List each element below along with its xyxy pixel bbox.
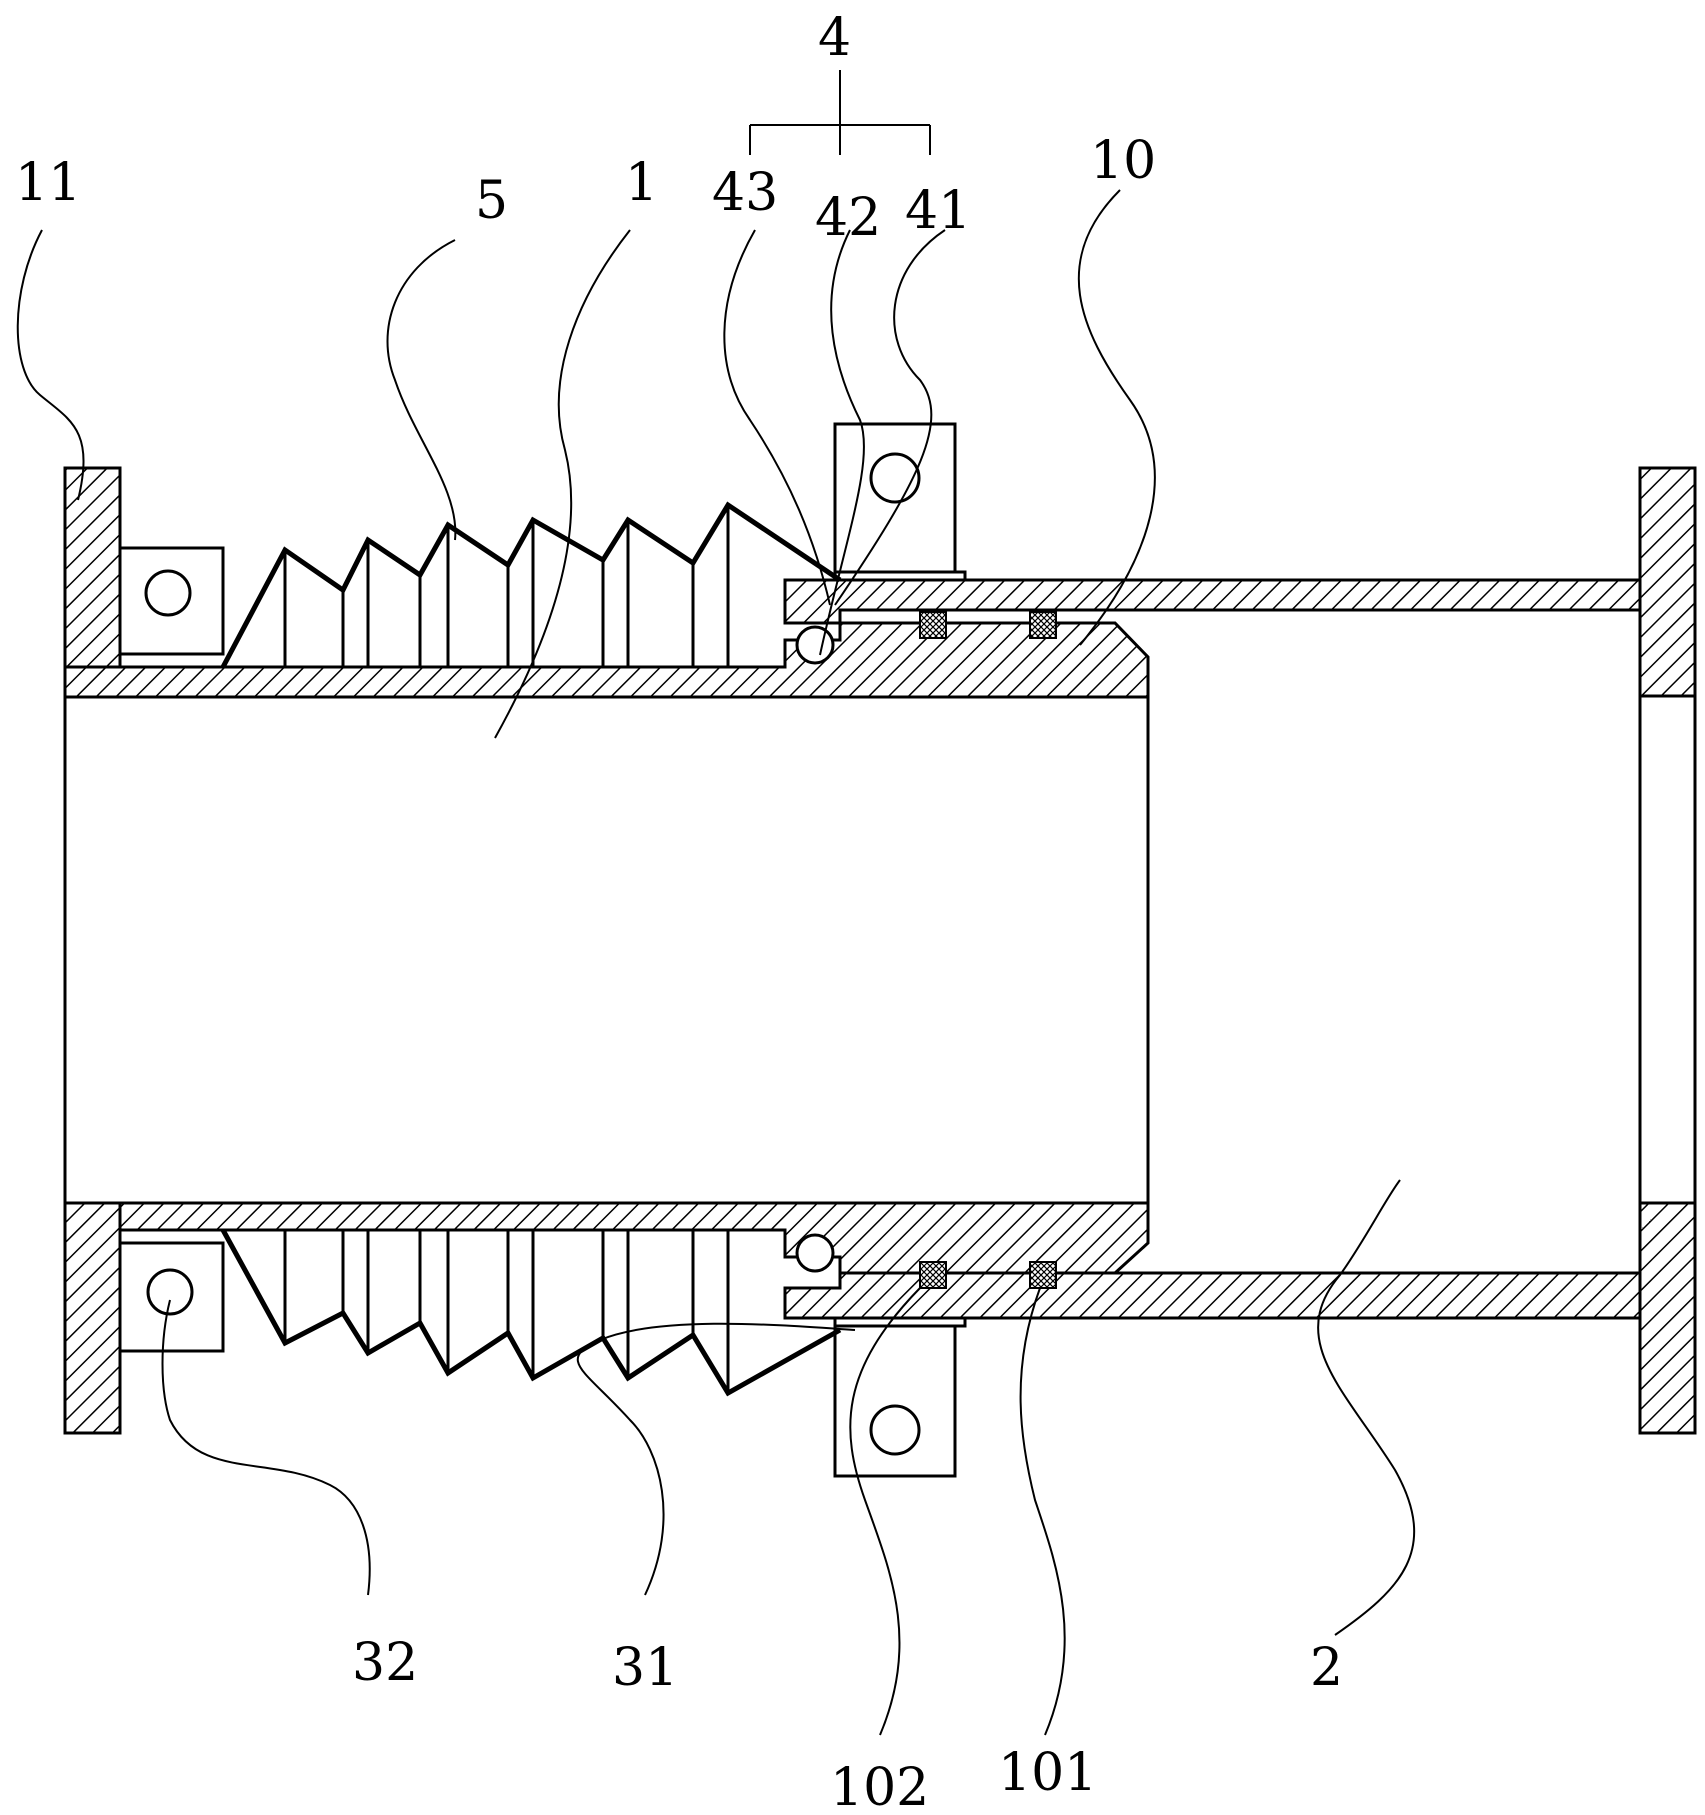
label-31: 31 [612, 1638, 678, 1698]
label-43: 43 [712, 163, 778, 223]
left-flange [65, 468, 120, 1433]
bellows-lower [223, 1230, 840, 1393]
label-4: 4 [818, 8, 851, 68]
label-32: 32 [352, 1633, 418, 1693]
part-labels: 11 5 1 4 43 42 41 10 32 31 2 102 101 [15, 8, 1343, 1815]
label-102: 102 [830, 1758, 929, 1815]
label-42: 42 [815, 188, 881, 248]
right-flange [1640, 468, 1695, 1433]
bellows-upper [223, 505, 840, 667]
label-1: 1 [625, 153, 658, 213]
label-2: 2 [1310, 1638, 1343, 1698]
balls [797, 627, 833, 1271]
group-bracket-4 [750, 70, 930, 155]
label-101: 101 [998, 1743, 1097, 1803]
label-41: 41 [905, 181, 971, 241]
label-5: 5 [475, 171, 508, 231]
seal-rings [920, 612, 1056, 1288]
leader-lines [18, 190, 1414, 1735]
inner-pipe [65, 623, 1148, 1273]
label-11: 11 [15, 153, 81, 213]
label-10: 10 [1090, 131, 1156, 191]
